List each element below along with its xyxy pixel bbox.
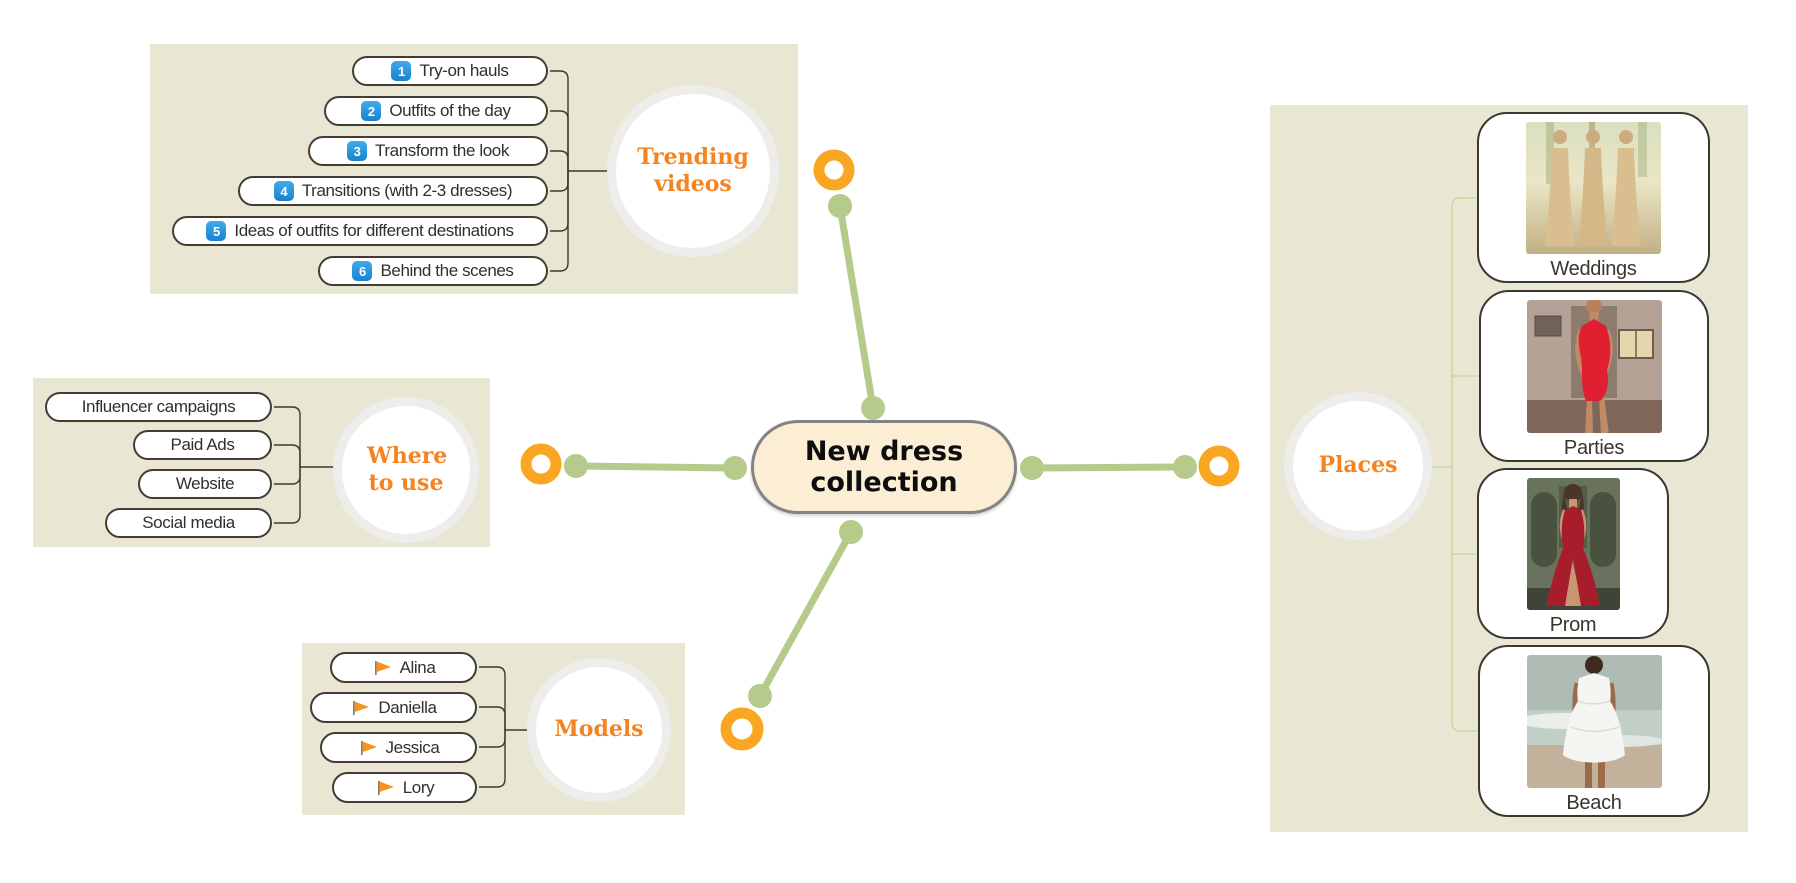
trending-item-label: Transitions (with 2-3 dresses) (301, 181, 513, 200)
places-card-weddings[interactable]: Weddings (1477, 112, 1710, 283)
beach-photo-frame (1526, 655, 1662, 788)
flag-icon (377, 780, 394, 795)
weddings-photo-frame (1526, 122, 1661, 254)
models-item-label: Lory (402, 777, 435, 797)
where-item-label: Influencer campaigns (81, 397, 236, 416)
places-hub-label: Places (1318, 452, 1398, 479)
places-ring-handle[interactable] (1198, 445, 1240, 487)
where-branch-connectors (274, 406, 344, 524)
where-item-label: Social media (142, 513, 235, 532)
where-item-paid-ads[interactable]: Paid Ads (133, 430, 272, 460)
white-beach-dress-photo (1526, 655, 1662, 788)
models-item-label: Daniella (378, 697, 437, 717)
number-1-badge: 1 (391, 61, 412, 81)
number-4-badge: 4 (273, 181, 294, 201)
trending-item-try-on-hauls[interactable]: 1 Try-on hauls (352, 56, 548, 86)
trending-item-transitions[interactable]: 4 Transitions (with 2-3 dresses) (238, 176, 548, 206)
models-item-label: Jessica (385, 737, 440, 757)
trending-videos-hub[interactable]: Trending videos (616, 94, 770, 248)
trending-ring-handle[interactable] (813, 149, 855, 191)
models-item-alina[interactable]: Alina (330, 652, 477, 683)
trending-item-label: Transform the look (375, 141, 509, 160)
trending-item-label: Outfits of the day (389, 101, 511, 120)
where-item-label: Website (175, 474, 235, 493)
center-links (572, 202, 1189, 700)
number-6-badge: 6 (352, 261, 373, 281)
places-card-caption: Beach (1566, 792, 1622, 814)
red-prom-gown-photo (1526, 478, 1620, 610)
prom-photo-frame (1526, 478, 1620, 610)
where-to-use-hub[interactable]: Where to use (342, 406, 470, 534)
places-card-parties[interactable]: Parties (1479, 290, 1709, 462)
trending-videos-hub-label: Trending videos (637, 143, 749, 198)
models-hub-label: Models (554, 716, 644, 743)
models-item-daniella[interactable]: Daniella (310, 692, 477, 723)
models-hub[interactable]: Models (536, 667, 662, 793)
trending-branch-connectors (550, 70, 618, 272)
places-branch-connectors (1423, 197, 1479, 732)
central-topic-node[interactable]: New dress collection (751, 420, 1017, 514)
places-hub[interactable]: Places (1293, 401, 1423, 531)
trending-item-ideas-of-outfits[interactable]: 5 Ideas of outfits for different destina… (172, 216, 548, 246)
places-card-prom[interactable]: Prom (1477, 468, 1669, 639)
where-item-social-media[interactable]: Social media (105, 508, 272, 538)
number-3-badge: 3 (347, 141, 368, 161)
center-link-dots (564, 194, 1197, 708)
places-card-caption: Parties (1563, 437, 1625, 459)
where-item-website[interactable]: Website (138, 469, 272, 499)
places-card-caption: Weddings (1550, 258, 1637, 280)
where-ring-handle[interactable] (520, 443, 562, 485)
trending-item-label: Try-on hauls (419, 61, 509, 80)
flag-icon (374, 660, 391, 675)
number-2-badge: 2 (361, 101, 382, 121)
where-to-use-hub-label: Where to use (367, 442, 448, 497)
flag-icon (353, 700, 370, 715)
where-item-label: Paid Ads (170, 435, 235, 454)
red-party-dress-photo (1526, 300, 1662, 433)
number-5-badge: 5 (206, 221, 227, 241)
trending-item-outfits-of-the-day[interactable]: 2 Outfits of the day (324, 96, 548, 126)
models-branch-connectors (479, 666, 538, 788)
models-item-jessica[interactable]: Jessica (320, 732, 477, 763)
models-item-lory[interactable]: Lory (332, 772, 477, 803)
gold-sequin-gowns-photo (1526, 122, 1661, 254)
trending-item-behind-the-scenes[interactable]: 6 Behind the scenes (318, 256, 548, 286)
trending-item-label: Behind the scenes (380, 261, 514, 280)
where-item-influencer-campaigns[interactable]: Influencer campaigns (45, 392, 272, 422)
trending-item-transform-the-look[interactable]: 3 Transform the look (308, 136, 548, 166)
trending-item-label: Ideas of outfits for different destinati… (234, 221, 514, 240)
models-item-label: Alina (399, 657, 436, 677)
places-card-beach[interactable]: Beach (1478, 645, 1710, 817)
places-card-caption: Prom (1549, 614, 1597, 636)
models-ring-handle[interactable] (720, 707, 764, 751)
flag-icon (360, 740, 377, 755)
central-topic-label: New dress collection (804, 435, 964, 498)
parties-photo-frame (1526, 300, 1662, 433)
